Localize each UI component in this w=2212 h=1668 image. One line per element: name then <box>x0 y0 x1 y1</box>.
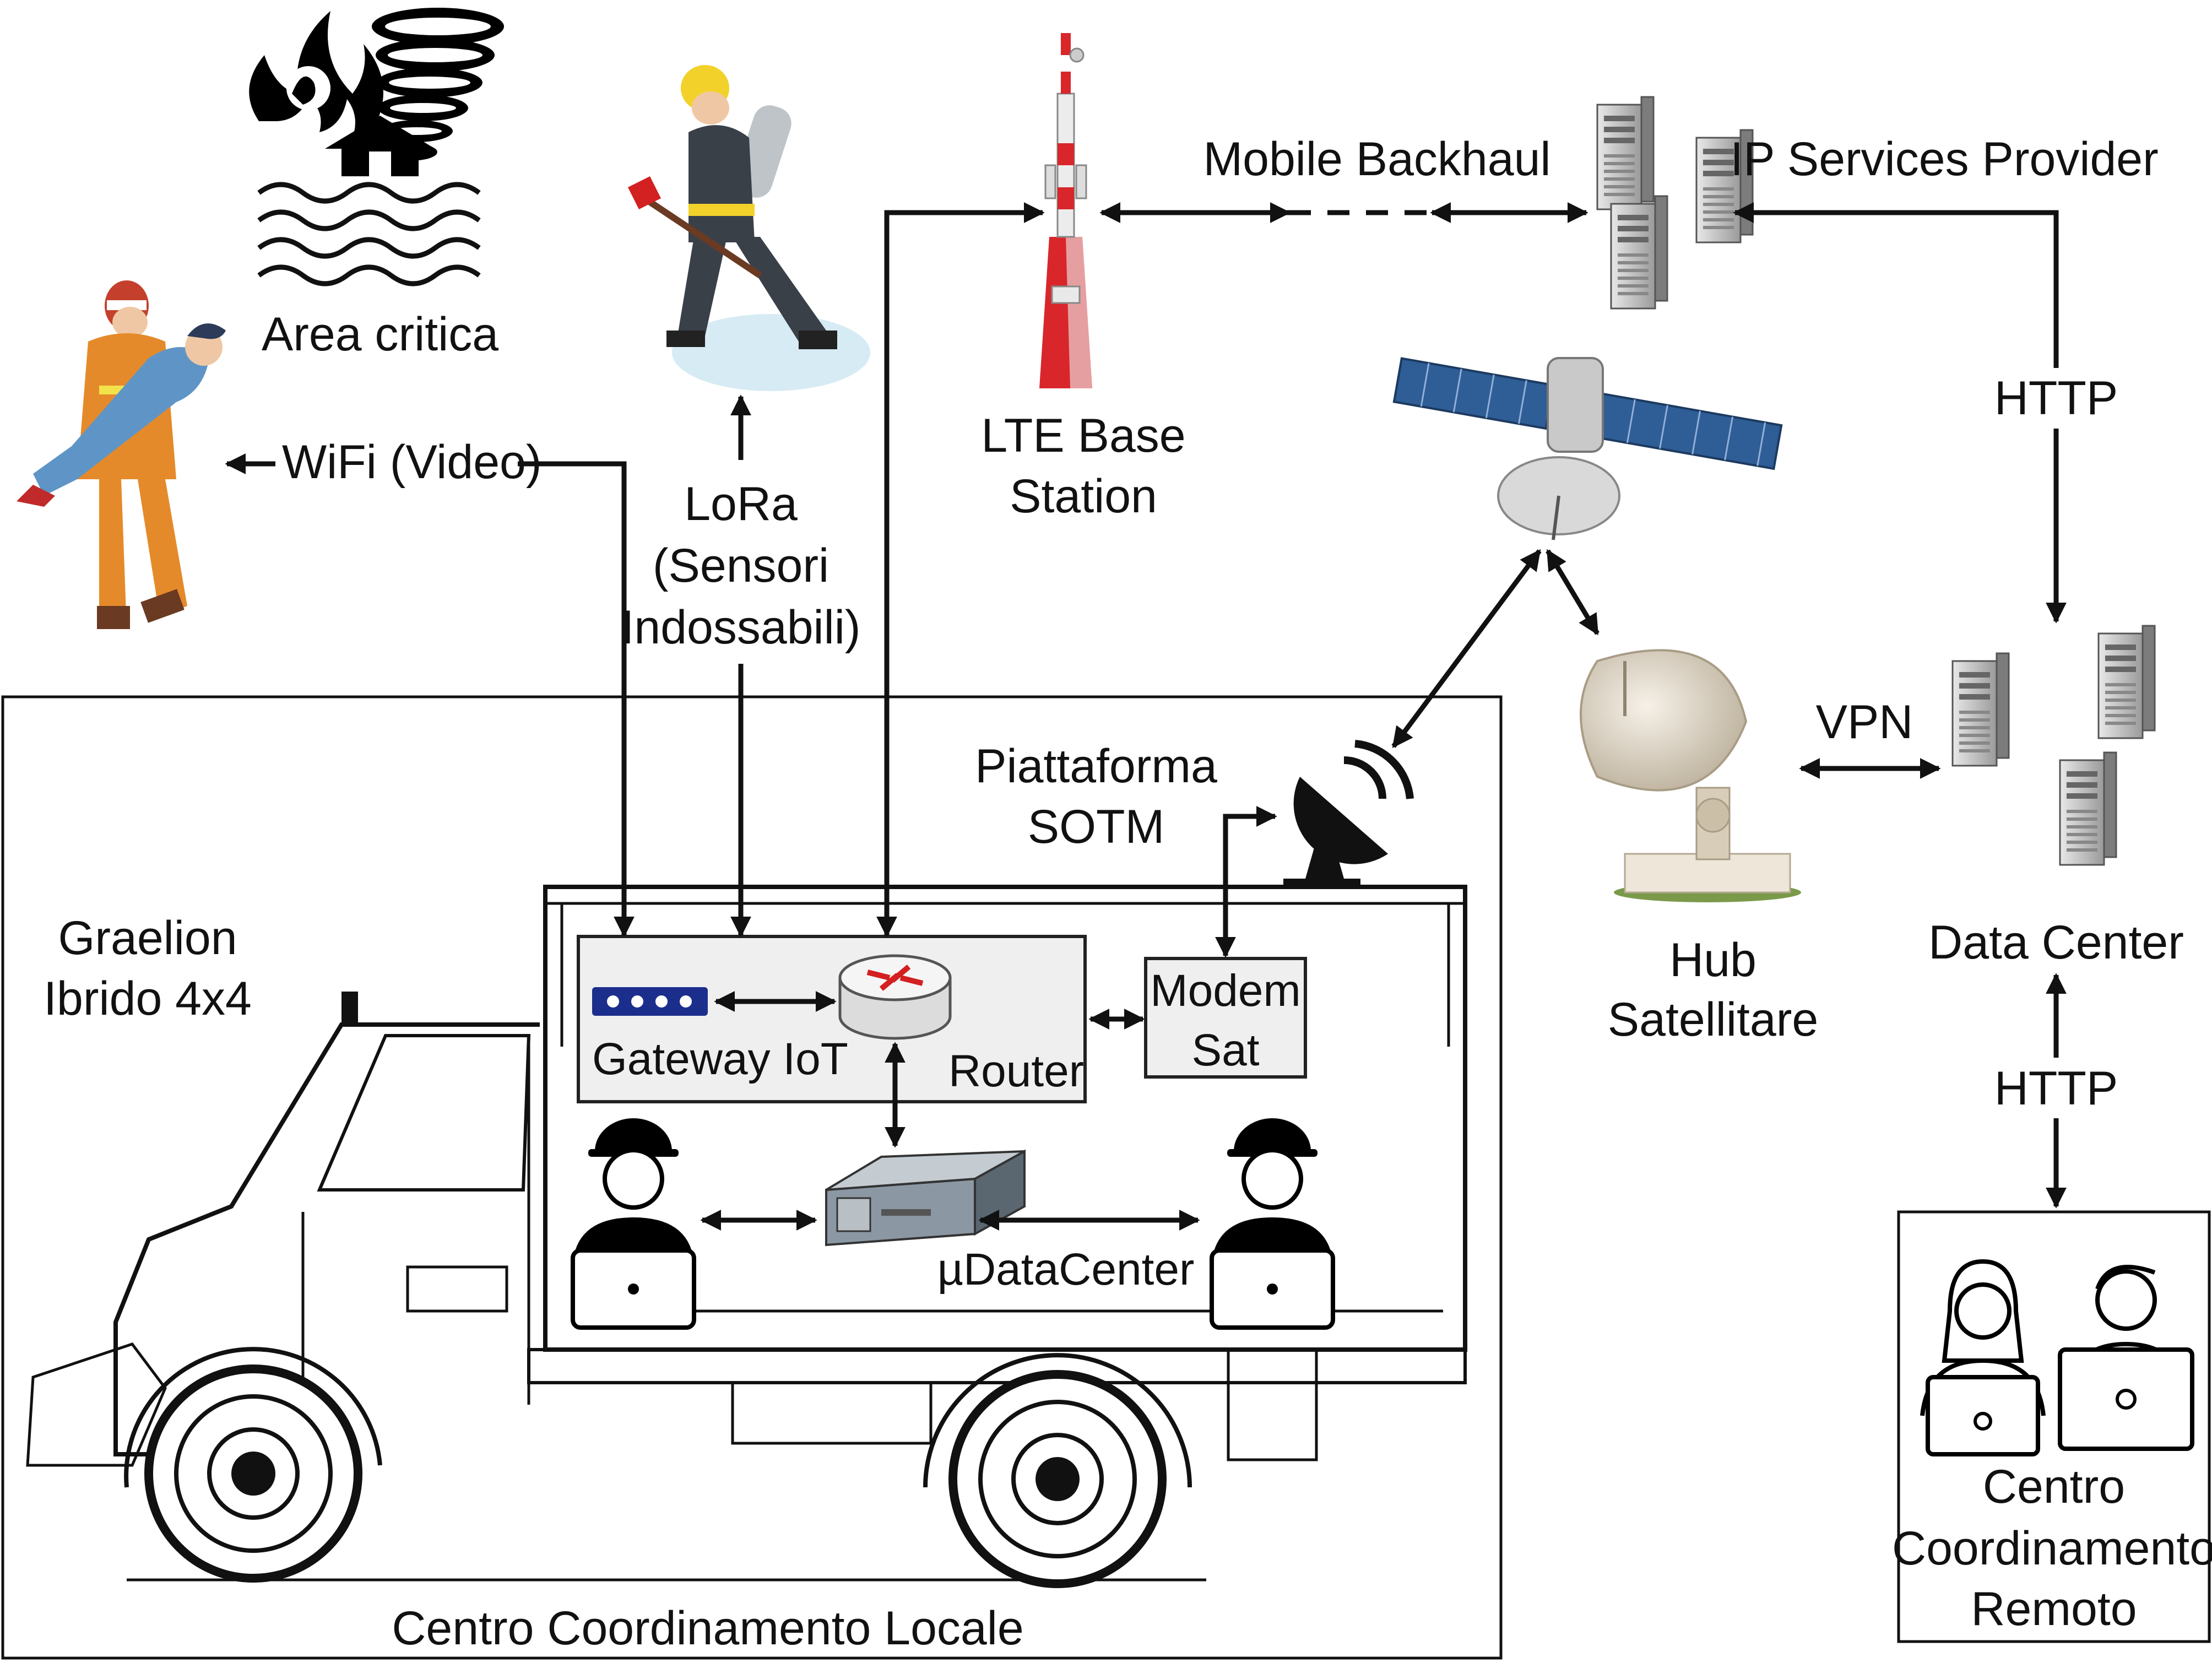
lora-label-line2: (Sensori <box>653 539 829 592</box>
truck-icon <box>26 885 1467 1588</box>
lte-label-line1: LTE Base <box>981 409 1185 462</box>
modem-sat-box <box>1144 957 1307 1079</box>
local-operator-left-icon <box>573 1118 694 1328</box>
lora-label-line1: LoRa <box>684 478 798 530</box>
data-center-servers-icon <box>1951 625 2156 866</box>
graelion-label-line1: Graelion <box>58 912 237 965</box>
graelion-label-line2: Ibrido 4x4 <box>44 972 252 1025</box>
remote-label-line1: Centro <box>1983 1460 2125 1513</box>
ip-services-servers-icon <box>1596 96 1754 310</box>
vpn-label: VPN <box>1816 696 1913 749</box>
satellite-dish-icon <box>1580 649 1801 902</box>
ip-services-label: IP Services Provider <box>1730 133 2159 186</box>
lora-label: LoRa (Sensori Indossabili) <box>621 478 861 654</box>
firefighter-with-axe-icon <box>628 65 870 391</box>
modem-label-line2: Sat <box>1191 1025 1259 1075</box>
local-center-box <box>1 695 1503 1660</box>
fire-tornado-flood-icon <box>249 8 504 286</box>
hub-label-line1: Hub <box>1669 934 1756 987</box>
lte-label-line2: Station <box>1010 470 1157 523</box>
local-operator-right-icon <box>1212 1118 1333 1328</box>
satellite-sotm-link <box>1391 549 1542 749</box>
sotm-antenna-icon <box>1283 740 1414 889</box>
local-center-label: Centro Coordinamento Locale <box>392 1602 1023 1655</box>
satellite-hub-link <box>1546 549 1600 636</box>
router-label: Router <box>948 1046 1084 1096</box>
remote-label-line2: Coordinamento <box>1892 1522 2212 1575</box>
router-icon <box>838 954 952 1040</box>
sotm-label-line1: Piattaforma <box>975 740 1217 793</box>
data-center-label: Data Center <box>1928 916 2184 969</box>
firefighter-carrying-person-icon <box>17 280 226 629</box>
remote-label-line3: Remoto <box>1971 1583 2137 1635</box>
area-critica-label: Area critica <box>262 308 498 361</box>
mobile-backhaul-label: Mobile Backhaul <box>1203 133 1550 186</box>
sotm-label-line2: SOTM <box>1028 800 1164 853</box>
http-link-ip-datacenter <box>1733 202 2067 624</box>
wifi-label: WiFi (Video) <box>282 436 542 489</box>
gateway-label: Gateway IoT <box>592 1034 848 1084</box>
udatacenter-label: µDataCenter <box>937 1244 1195 1295</box>
network-equipment-box <box>577 935 1087 1103</box>
lora-label-line3: Indossabili) <box>621 601 861 654</box>
modem-sotm-link <box>1215 806 1277 958</box>
gateway-iot-icon <box>592 987 708 1016</box>
lte-link-line <box>876 202 1045 938</box>
udatacenter-icon <box>825 1149 1026 1247</box>
http-bottom-label: HTTP <box>1994 1062 2118 1115</box>
wifi-link-line <box>518 461 635 938</box>
lte-tower-icon <box>1039 33 1092 388</box>
gateway-leds <box>607 995 692 1008</box>
hub-label-line2: Satellitare <box>1608 993 1818 1046</box>
remote-operators-icon <box>1920 1259 2194 1456</box>
modem-label-line1: Modem <box>1150 966 1300 1016</box>
satellite-icon <box>1392 357 1783 540</box>
http-top-label: HTTP <box>1994 372 2118 425</box>
